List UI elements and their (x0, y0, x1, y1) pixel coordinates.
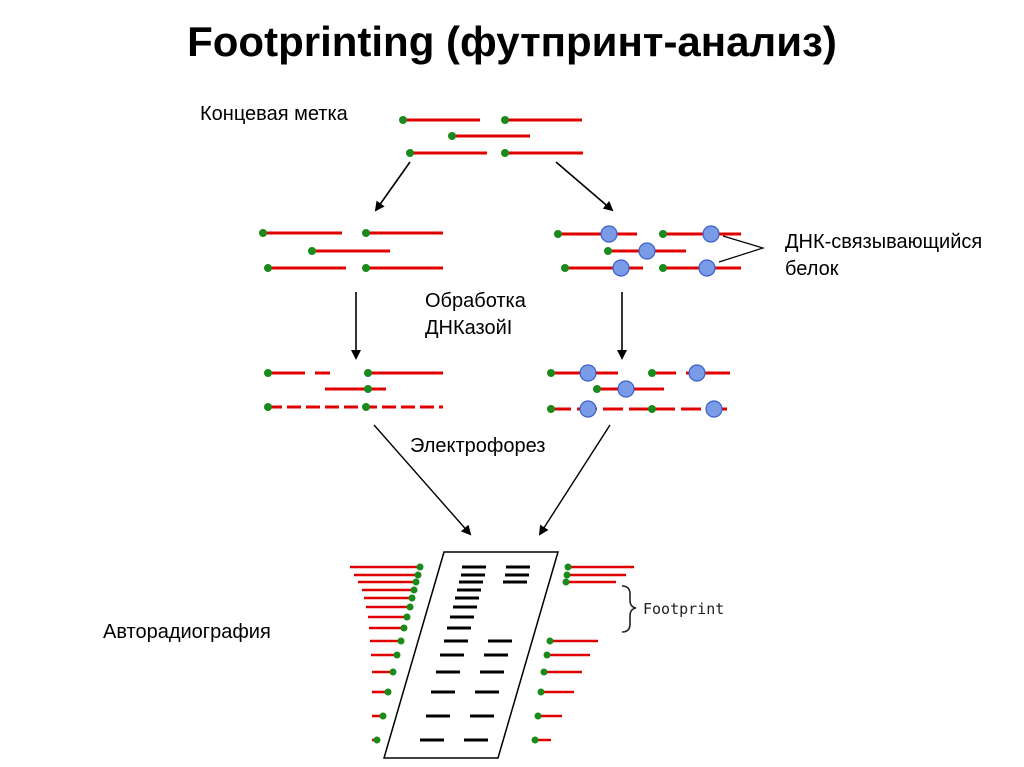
end-label-dot (540, 668, 548, 676)
protein-pointer-lines (718, 235, 766, 263)
end-label-dot (537, 688, 545, 696)
end-label-dot (400, 624, 408, 632)
end-label-dot (648, 405, 656, 413)
end-label-dot (564, 563, 572, 571)
arrow-electrophoresis-left (373, 424, 472, 536)
end-label-dot (416, 563, 424, 571)
end-label-dot (264, 264, 272, 272)
end-label-dot (563, 571, 571, 579)
end-label-dot (546, 637, 554, 645)
end-label-dot (547, 405, 555, 413)
end-label-dot (403, 613, 411, 621)
end-label-dot (362, 403, 370, 411)
end-label-dot (364, 385, 372, 393)
protein-blob (612, 259, 630, 277)
end-label-dot (362, 264, 370, 272)
protein-blob (688, 364, 706, 382)
page-title: Footprinting (футпринт-анализ) (187, 18, 837, 65)
end-label-dot (408, 594, 416, 602)
end-label-dot (562, 578, 570, 586)
protein-blob (579, 400, 597, 418)
end-label-dot (659, 230, 667, 238)
end-label-dot (659, 264, 667, 272)
end-label-dot (259, 229, 267, 237)
arrow-right-branch (555, 161, 614, 212)
footprint-caption: Footprint (643, 600, 725, 618)
protein-blob (617, 380, 635, 398)
protein-blob (702, 225, 720, 243)
end-label-dot (554, 230, 562, 238)
end-label-dot (604, 247, 612, 255)
end-label-dot (414, 571, 422, 579)
end-label-caption: Концевая метка (200, 103, 348, 125)
end-label-dot (264, 369, 272, 377)
end-label-dot (561, 264, 569, 272)
end-label-dot (389, 668, 397, 676)
end-label-dot (364, 369, 372, 377)
end-label-dot (393, 651, 401, 659)
footprint-brace (621, 585, 637, 633)
autoradiography-caption: Авторадиография (103, 621, 271, 643)
end-label-dot (501, 149, 509, 157)
protein-blob (638, 242, 656, 260)
end-label-dot (501, 116, 509, 124)
end-label-dot (384, 688, 392, 696)
end-label-dot (534, 712, 542, 720)
protein-blob (579, 364, 597, 382)
end-label-dot (373, 736, 381, 744)
end-label-dot (406, 603, 414, 611)
protein-blob (705, 400, 723, 418)
end-label-dot (399, 116, 407, 124)
end-label-dot (397, 637, 405, 645)
end-label-dot (531, 736, 539, 744)
end-label-dot (593, 385, 601, 393)
arrow-left-branch (374, 161, 411, 212)
arrow-electrophoresis-right (538, 424, 611, 536)
protein-blob (698, 259, 716, 277)
electrophoresis-caption: Электрофорез (410, 435, 546, 457)
labeled-dna-group (403, 118, 583, 155)
end-label-dot (448, 132, 456, 140)
binding-protein-caption: ДНК-связывающийся белок (785, 231, 983, 280)
dnase-treatment-caption: Обработка ДНКазойI (425, 290, 526, 339)
end-label-dot (379, 712, 387, 720)
end-label-dot (412, 578, 420, 586)
gel (383, 551, 559, 759)
end-label-dot (543, 651, 551, 659)
end-label-dot (308, 247, 316, 255)
end-label-dot (264, 403, 272, 411)
end-label-dot (406, 149, 414, 157)
end-label-dot (648, 369, 656, 377)
end-label-dot (410, 586, 418, 594)
end-label-dot (547, 369, 555, 377)
protein-blob (600, 225, 618, 243)
end-label-dot (362, 229, 370, 237)
